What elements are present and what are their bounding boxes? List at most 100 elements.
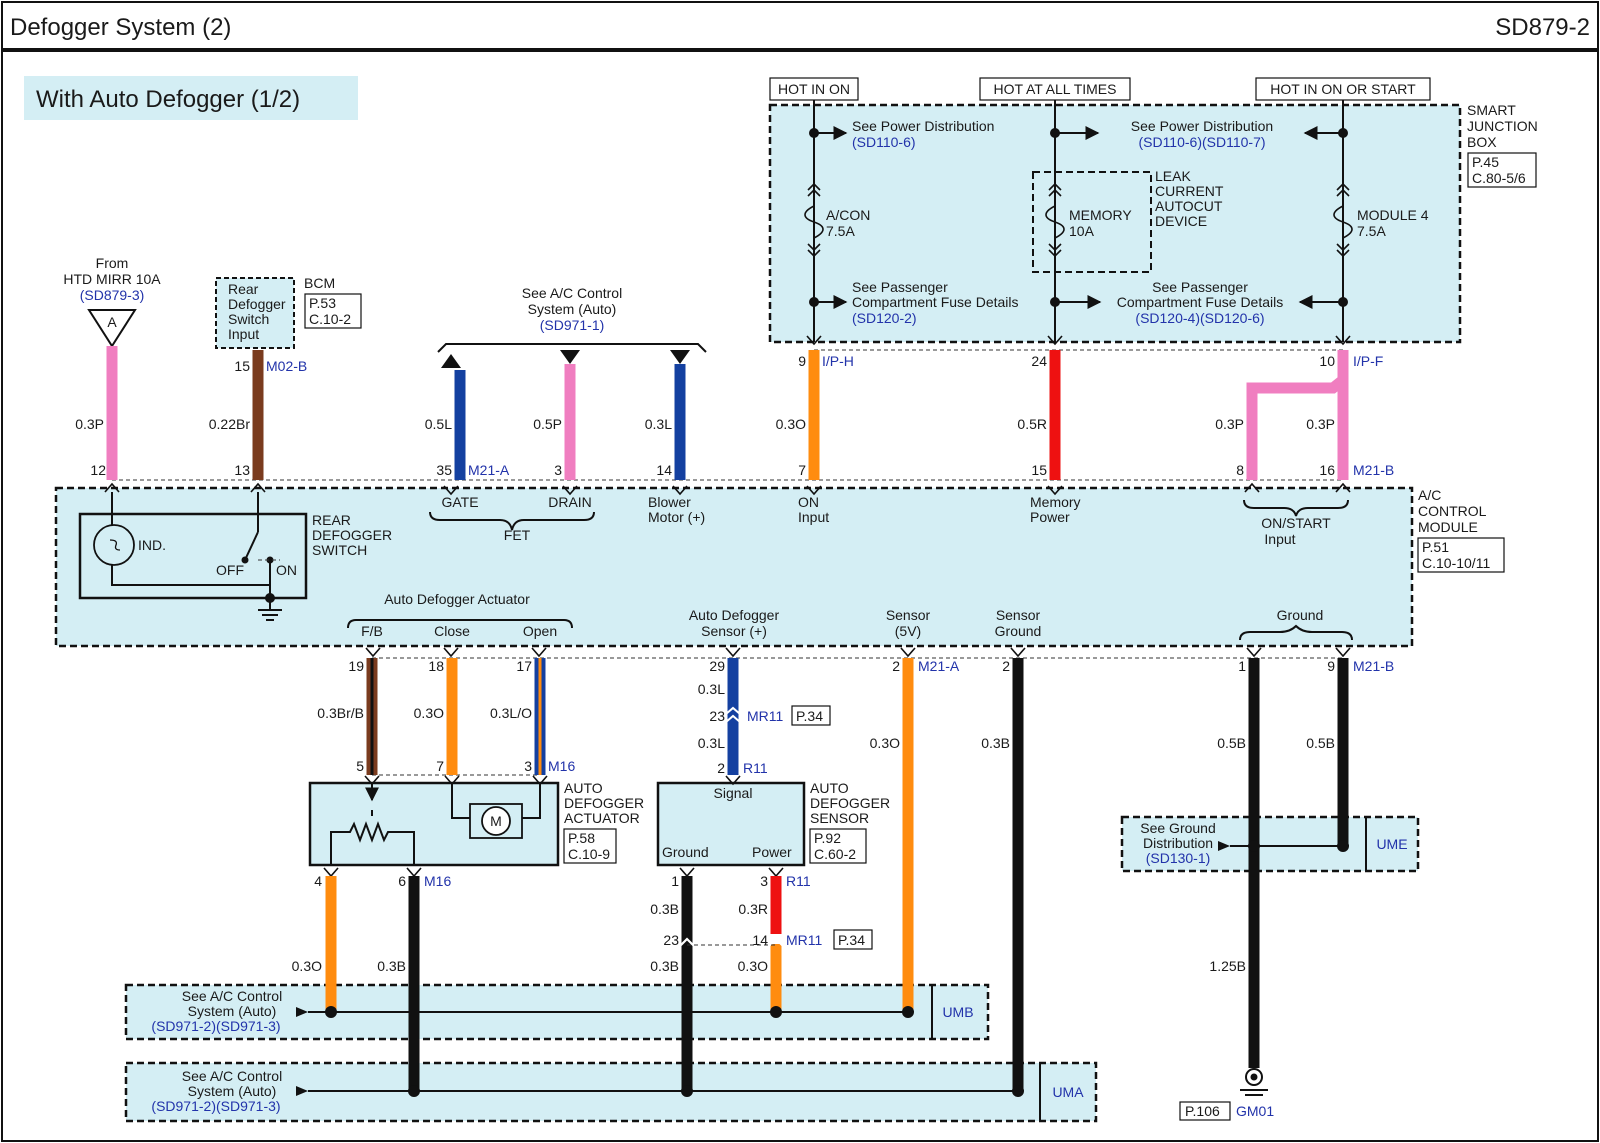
pin-3b: 3 bbox=[524, 758, 532, 774]
indicator-lamp-icon bbox=[93, 524, 135, 566]
power-label-hot-in-on-or-start: HOT IN ON OR START bbox=[1270, 81, 1416, 97]
wire-label-0-3l: 0.3L bbox=[645, 416, 672, 432]
arrow-down-icon bbox=[560, 350, 580, 364]
wire-label-sg2: 0.3B bbox=[650, 958, 679, 974]
bcm-box-3: Switch bbox=[228, 311, 269, 327]
pin-3: 3 bbox=[554, 462, 562, 478]
conn-m21a-b: M21-A bbox=[918, 658, 960, 674]
from-ref: (SD879-3) bbox=[80, 287, 145, 303]
pin-24: 24 bbox=[1031, 353, 1047, 369]
switch-label-3: SWITCH bbox=[312, 542, 367, 558]
switch-label-2: DEFOGGER bbox=[312, 527, 392, 543]
wire-label-close: 0.3O bbox=[414, 705, 444, 721]
leak-line-4: DEVICE bbox=[1155, 213, 1207, 229]
bcm-box-2: Defogger bbox=[228, 296, 286, 312]
leak-device-box bbox=[1032, 171, 1152, 273]
conn-m16: M16 bbox=[548, 758, 575, 774]
pin-14: 14 bbox=[656, 462, 672, 478]
fuse-acon-icon bbox=[804, 182, 824, 258]
blower-2: Motor (+) bbox=[648, 509, 705, 525]
sjb-name-3: BOX bbox=[1467, 134, 1497, 150]
splice-ume-2 bbox=[1337, 840, 1349, 852]
umb-ref: (SD971-2)(SD971-3) bbox=[151, 1018, 280, 1034]
pin-3c: 3 bbox=[760, 873, 768, 889]
potentiometer-icon bbox=[330, 821, 415, 866]
fuse-module4-rating: 7.5A bbox=[1357, 223, 1386, 239]
ume-see-1: See Ground bbox=[1140, 820, 1216, 836]
connector-a-label: A bbox=[107, 314, 117, 330]
actuator-label-2: DEFOGGER bbox=[564, 795, 644, 811]
page-34-b: P.34 bbox=[838, 932, 865, 948]
fuse-acon-label: A/CON bbox=[826, 207, 870, 223]
power-label-hot-in-on: HOT IN ON bbox=[778, 81, 850, 97]
pin-2b: 2 bbox=[1002, 658, 1010, 674]
see-pass-2-line1: See Passenger bbox=[1152, 279, 1248, 295]
conn-m02b: M02-B bbox=[266, 358, 307, 374]
fuse-module4-label: MODULE 4 bbox=[1357, 207, 1429, 223]
sjb-page-box bbox=[1467, 152, 1537, 188]
conn-iph: I/P-H bbox=[822, 353, 854, 369]
signal-label: Signal bbox=[714, 785, 753, 801]
sensor-page-2: C.60-2 bbox=[814, 846, 856, 862]
pin-14b: 14 bbox=[752, 932, 768, 948]
memory-power-2: Power bbox=[1030, 509, 1070, 525]
sensor-page-1: P.92 bbox=[814, 830, 841, 846]
sjb-page-2: C.80-5/6 bbox=[1472, 170, 1526, 186]
wire-label-0-3p: 0.3P bbox=[75, 416, 104, 432]
motor-icon bbox=[481, 806, 511, 836]
leak-line-2: CURRENT bbox=[1155, 183, 1224, 199]
wire-label-a6: 0.3B bbox=[377, 958, 406, 974]
pin-2a: 2 bbox=[892, 658, 900, 674]
subtitle-box bbox=[24, 76, 358, 120]
sensor-ground-2: Ground bbox=[995, 623, 1042, 639]
mr11-connector-icon bbox=[679, 937, 784, 947]
ground-label: Ground bbox=[1277, 607, 1324, 623]
splice-umb-3 bbox=[902, 1006, 914, 1018]
ac-see-line1: See A/C Control bbox=[522, 285, 622, 301]
sensor-label-3: SENSOR bbox=[810, 810, 869, 826]
pin-4: 4 bbox=[314, 873, 322, 889]
connector-a-triangle-icon bbox=[87, 309, 137, 348]
gm-label: GM01 bbox=[1236, 1103, 1274, 1119]
actuator-page-box bbox=[563, 828, 617, 864]
ground-symbol-icon bbox=[258, 609, 282, 621]
pin-16: 16 bbox=[1319, 462, 1335, 478]
sensor-5v-1: Sensor bbox=[886, 607, 931, 623]
ind-label: IND. bbox=[138, 537, 166, 553]
pin-9b: 9 bbox=[1327, 658, 1335, 674]
pin-10: 10 bbox=[1319, 353, 1335, 369]
splice-ume-1 bbox=[1248, 840, 1260, 852]
pin-17: 17 bbox=[516, 658, 532, 674]
pin-12: 12 bbox=[90, 462, 106, 478]
pin-15: 15 bbox=[234, 358, 250, 374]
bcm-box-4: Input bbox=[228, 326, 259, 342]
drain-label: DRAIN bbox=[548, 494, 592, 510]
bcm-page-1: P.53 bbox=[309, 295, 336, 311]
arrow-up-icon bbox=[441, 354, 461, 368]
chassis-ground-icon bbox=[1240, 1068, 1268, 1096]
module-page-1: P.51 bbox=[1422, 539, 1449, 555]
memory-power-1: Memory bbox=[1030, 494, 1081, 510]
pin-5: 5 bbox=[356, 758, 364, 774]
ume-label: UME bbox=[1376, 836, 1407, 852]
on-label: ON bbox=[276, 562, 297, 578]
auto-defogger-sensor-box bbox=[656, 781, 806, 867]
sensor-5v-2: (5V) bbox=[895, 623, 921, 639]
see-power-1-ref: (SD110-6) bbox=[852, 134, 916, 150]
wire-label-0-5r: 0.5R bbox=[1017, 416, 1047, 432]
uma-see-2: System (Auto) bbox=[188, 1083, 277, 1099]
see-pass-2-line2: Compartment Fuse Details bbox=[1117, 294, 1284, 310]
gate-label: GATE bbox=[441, 494, 478, 510]
conn-r11-b: R11 bbox=[786, 873, 811, 889]
wire-label-0-3p-c: 0.3P bbox=[1306, 416, 1335, 432]
off-label: OFF bbox=[216, 562, 244, 578]
sensor-page-box bbox=[809, 828, 867, 864]
mr11-connector-icon bbox=[725, 706, 741, 723]
s-ground-label: Ground bbox=[662, 844, 709, 860]
fet-label: FET bbox=[504, 527, 531, 543]
on-input-1: ON bbox=[798, 494, 819, 510]
bcm-box-1: Rear bbox=[228, 281, 259, 297]
wire-label-sp: 0.3R bbox=[738, 901, 768, 917]
conn-r11: R11 bbox=[743, 760, 768, 776]
